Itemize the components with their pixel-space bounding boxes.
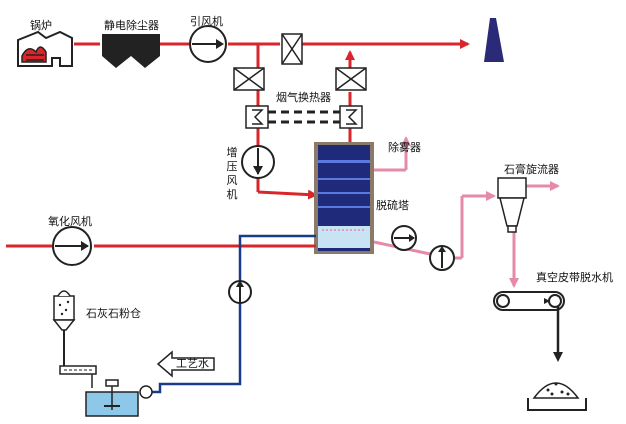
process-water-label: 工艺水 <box>176 357 209 370</box>
screw-feeder-icon <box>59 365 97 388</box>
vacuum-filter-icon <box>493 291 565 362</box>
slurry-pump-icon <box>429 245 455 271</box>
gypsum-cyclone-icon <box>497 177 527 233</box>
slurry-tank-icon <box>85 379 153 417</box>
boiler-icon <box>17 30 73 67</box>
id-fan-icon <box>189 25 227 63</box>
raw-gas-line <box>256 44 318 200</box>
booster-fan-icon <box>241 145 275 179</box>
absorber-icon <box>314 142 374 254</box>
demister-line <box>374 136 411 172</box>
stack-icon <box>484 18 504 62</box>
id-fan-label: 引风机 <box>190 15 223 28</box>
esp-label: 静电除尘器 <box>104 19 159 32</box>
vacuum-filter-label: 真空皮带脱水机 <box>536 271 613 284</box>
process-water-arrow <box>156 350 215 378</box>
booster-fan-label: 增压风机 <box>226 146 238 201</box>
boiler-label: 锅炉 <box>30 19 52 32</box>
absorber-pump-icon <box>391 225 417 251</box>
gypsum-cyclone-label: 石膏旋流器 <box>504 163 559 176</box>
oxidation-fan-icon <box>52 226 92 266</box>
gypsum-bin-icon <box>527 382 587 411</box>
limestone-silo-icon <box>52 290 76 366</box>
slurry-line <box>373 181 560 288</box>
demister-label: 除雾器 <box>388 141 421 154</box>
bypass-damper-icon <box>281 33 303 65</box>
limestone-slurry-line <box>150 234 316 394</box>
ggh-label: 烟气换热器 <box>276 91 331 104</box>
feed-pump-icon <box>228 280 252 304</box>
damper-right-icon <box>335 67 367 91</box>
damper-left-icon <box>233 67 265 91</box>
absorber-label: 脱硫塔 <box>376 199 409 212</box>
limestone-silo-label: 石灰石粉仓 <box>86 307 141 320</box>
ggh-icon <box>245 105 363 129</box>
esp-icon <box>102 34 160 68</box>
oxidation-fan-label: 氧化风机 <box>48 215 92 228</box>
